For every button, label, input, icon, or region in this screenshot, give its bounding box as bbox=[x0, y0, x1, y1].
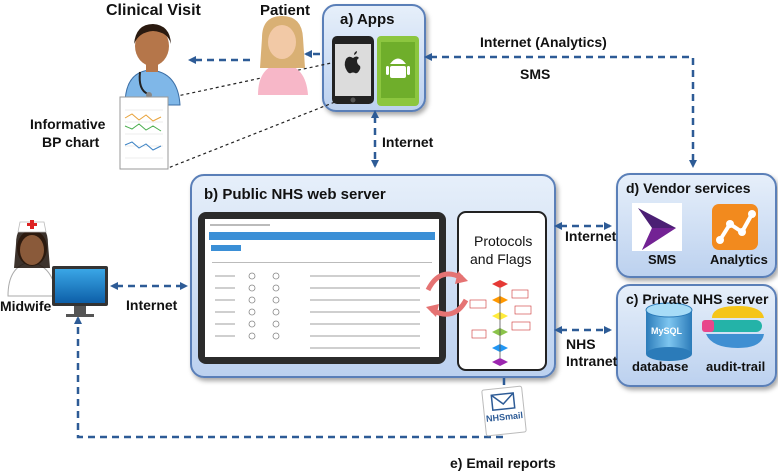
protocols-label-1: Protocols bbox=[474, 233, 533, 249]
internet-analytics-label: Internet (Analytics) bbox=[480, 34, 607, 50]
apps-title: a) Apps bbox=[340, 11, 395, 28]
analytics-logo-icon bbox=[712, 204, 758, 250]
midwife-label: Midwife bbox=[0, 298, 52, 314]
vendor-services-title: d) Vendor services bbox=[626, 180, 751, 196]
clinician-icon bbox=[124, 24, 181, 106]
analytics-service-label: Analytics bbox=[710, 252, 768, 267]
internet-apps-server-label: Internet bbox=[382, 134, 434, 150]
android-phone-icon bbox=[377, 36, 419, 106]
bp-chart-icon bbox=[119, 96, 169, 170]
email-icon bbox=[481, 385, 527, 437]
mysql-database-icon bbox=[645, 302, 693, 361]
monitor-icon bbox=[52, 266, 108, 317]
internet-midwife-label: Internet bbox=[126, 297, 178, 313]
nhs-intranet-label-1: NHS bbox=[566, 336, 596, 352]
bp-chart-link-top bbox=[167, 61, 337, 99]
clinical-visit-label: Clinical Visit bbox=[106, 2, 201, 19]
protocols-box bbox=[457, 211, 547, 371]
audit-trail-label: audit-trail bbox=[706, 359, 766, 374]
sms-service-label: SMS bbox=[648, 252, 677, 267]
patient-label: Patient bbox=[260, 2, 311, 19]
informative-bp-label-1: Informative bbox=[30, 116, 106, 132]
informative-bp-label-2: BP chart bbox=[42, 134, 100, 150]
web-server-title: b) Public NHS web server bbox=[204, 186, 386, 203]
sms-logo-icon bbox=[632, 203, 682, 251]
email-reports-label: e) Email reports bbox=[450, 455, 556, 471]
elastic-logo-icon bbox=[702, 306, 764, 348]
arrow-apps-vendor bbox=[424, 53, 697, 168]
private-server-title: c) Private NHS server bbox=[626, 291, 769, 307]
flowchart-icon bbox=[469, 280, 532, 366]
database-label: database bbox=[632, 359, 689, 374]
bp-chart-link-bottom bbox=[167, 99, 341, 169]
mysql-label: MySQL bbox=[651, 326, 683, 336]
internet-vendor-label: Internet bbox=[565, 228, 617, 244]
midwife-icon bbox=[7, 220, 57, 297]
refresh-cycle-icon bbox=[425, 271, 469, 317]
iphone-icon bbox=[332, 36, 374, 104]
laptop-screen-icon bbox=[198, 212, 446, 364]
nhs-intranet-label-2: Intranet bbox=[566, 353, 618, 369]
patient-icon bbox=[258, 16, 308, 95]
sms-link-label: SMS bbox=[520, 66, 551, 82]
protocols-label-2: and Flags bbox=[470, 251, 532, 267]
